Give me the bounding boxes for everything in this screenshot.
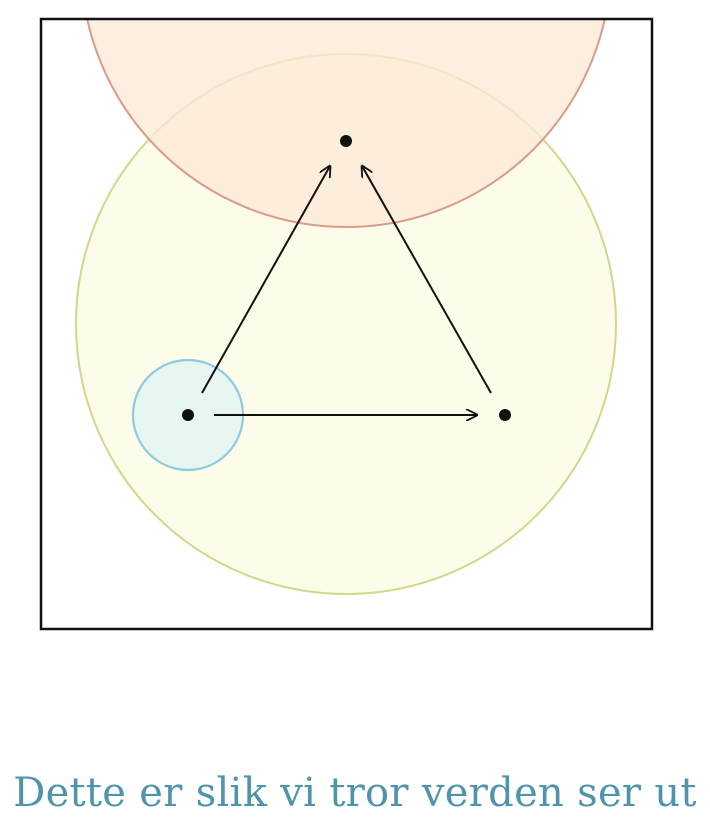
venn-graph-diagram bbox=[39, 17, 654, 631]
caption-text: Dette er slik vi tror verden ser ut bbox=[13, 770, 697, 816]
arrow-left-to-top bbox=[201, 166, 330, 394]
node-right bbox=[499, 409, 511, 421]
arrow-right-to-top bbox=[362, 166, 492, 394]
top-circle bbox=[86, 19, 606, 228]
node-left bbox=[182, 409, 194, 421]
node-top bbox=[340, 135, 352, 147]
diagram-frame bbox=[39, 17, 654, 631]
